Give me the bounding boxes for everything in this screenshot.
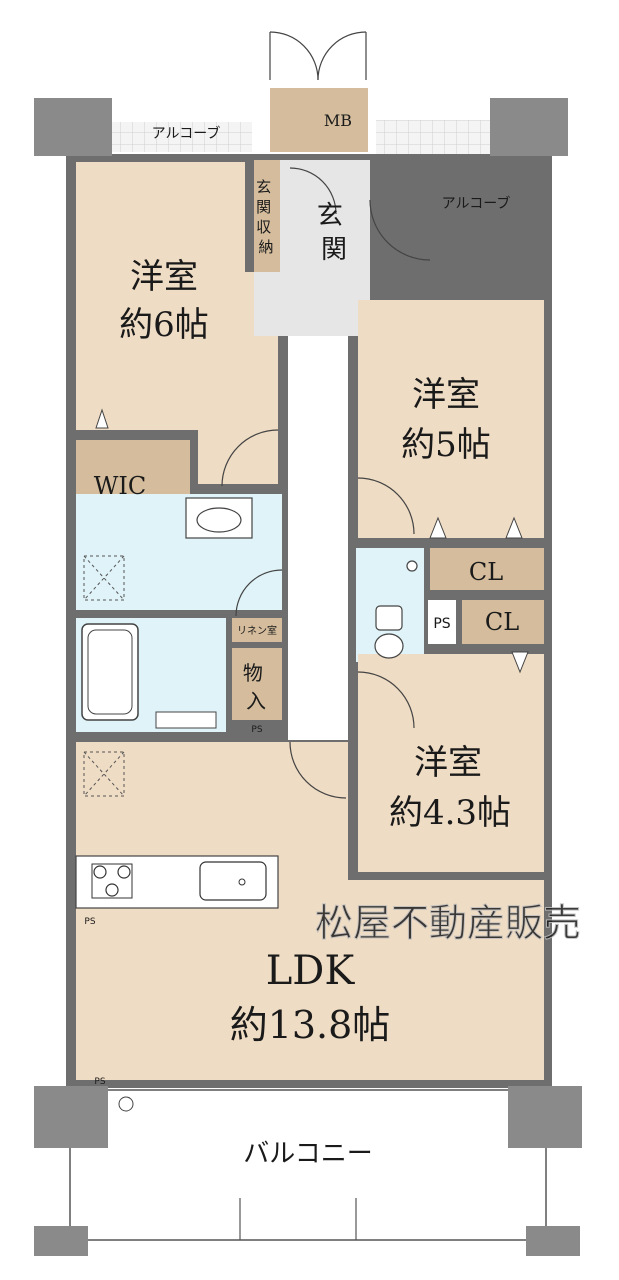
door-marker <box>429 516 447 539</box>
western-43-size: 約4.3帖 <box>389 793 511 833</box>
front-doors <box>269 31 367 81</box>
column-bottom-left <box>34 1086 108 1148</box>
genkan-storage-label: 玄 関 収 納 <box>256 178 276 256</box>
western-6-name: 洋室 <box>130 257 198 297</box>
hallway-floor <box>288 335 348 740</box>
linen-label: リネン室 <box>237 624 277 637</box>
western-5-size: 約5帖 <box>401 425 491 465</box>
washing-machine-space <box>83 555 125 797</box>
watermark: 松屋不動産販売 <box>315 901 581 945</box>
genkan-storage <box>254 160 280 272</box>
column-bottom-right <box>508 1086 582 1148</box>
western-room-6-floor <box>76 162 278 484</box>
column-balcony-right <box>526 1226 580 1256</box>
storage-closet <box>232 648 282 720</box>
closet-2 <box>462 600 544 644</box>
toilet-tank <box>375 605 403 631</box>
ps-small-3: PS <box>94 1077 105 1087</box>
cl-label-1: CL <box>469 558 503 586</box>
wic-label: WIC <box>94 472 147 500</box>
western-43-name: 洋室 <box>414 743 482 783</box>
closet-1 <box>430 548 544 590</box>
western-room-5-floor <box>358 300 544 538</box>
mb-label: MB <box>324 111 352 130</box>
ldk-name: LDK <box>266 948 356 994</box>
drain-icon <box>118 1096 134 1112</box>
ldk-size: 約13.8帖 <box>230 1003 391 1047</box>
door-swings <box>221 167 431 799</box>
ps-small-1: PS <box>251 725 262 735</box>
kitchen-counter <box>75 855 279 909</box>
genkan-label: 玄 関 <box>317 201 351 265</box>
ldk-floor <box>76 742 544 1080</box>
ps-small-2: PS <box>84 917 95 927</box>
door-marker <box>511 651 529 674</box>
storage-label: 物 入 <box>243 661 269 713</box>
bathtub <box>81 623 139 721</box>
alcove-left-label: アルコーブ <box>152 125 221 142</box>
ps-toilet-box <box>428 600 456 644</box>
balcony-label: バルコニー <box>243 1139 372 1169</box>
balcony-floor <box>69 1089 547 1241</box>
alcove-left-area <box>112 122 252 152</box>
door-marker <box>505 516 523 539</box>
western-5-name: 洋室 <box>412 375 480 415</box>
western-room-43-floor <box>358 654 544 872</box>
mb-room <box>270 88 368 152</box>
ps-toilet-label: PS <box>433 616 450 632</box>
western-6-size: 約6帖 <box>119 305 209 345</box>
column-top-right <box>490 98 568 156</box>
alcove-right-label: アルコーブ <box>442 195 511 212</box>
door-marker <box>95 408 109 429</box>
column-balcony-left <box>34 1226 88 1256</box>
linen-storage <box>232 618 282 642</box>
column-top-left <box>34 98 112 156</box>
cl-label-2: CL <box>485 608 519 636</box>
